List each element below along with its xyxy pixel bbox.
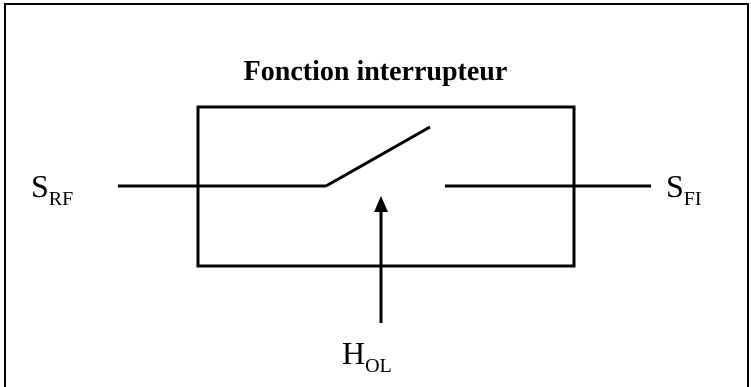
switch-blade (325, 125, 431, 188)
output-signal-sub: FI (683, 188, 702, 210)
output-signal-label: SFI (666, 168, 702, 210)
diagram-title: Fonction interrupteur (243, 56, 508, 87)
control-arrow-head (374, 196, 388, 212)
control-signal-label: HOL (342, 335, 392, 377)
input-signal-label: SRF (31, 168, 74, 210)
control-signal-sub: OL (365, 355, 392, 377)
control-signal-main: H (342, 335, 366, 371)
diagram-frame (4, 3, 749, 387)
input-signal-main: S (31, 168, 49, 204)
output-signal-main: S (666, 168, 684, 204)
input-signal-sub: RF (48, 188, 74, 210)
